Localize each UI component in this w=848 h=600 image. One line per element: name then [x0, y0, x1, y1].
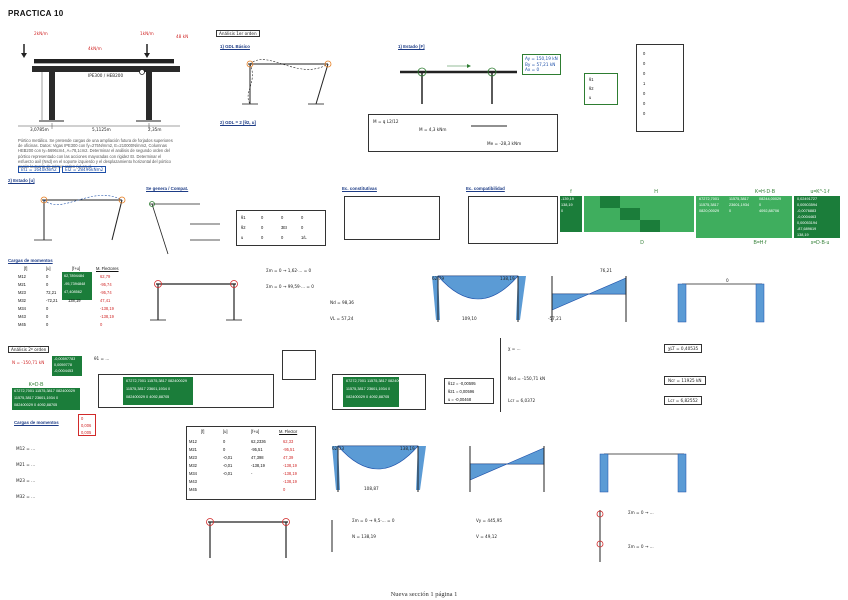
- m-right-2: 138,19: [400, 446, 415, 451]
- analisis-2-label: Análisis 2º orden: [8, 346, 50, 353]
- column-sketch-right: [596, 510, 604, 562]
- m-mid-1: 109,10: [462, 316, 477, 321]
- column-left: [49, 72, 55, 120]
- estado-1-label: 1) Estado [F]: [398, 44, 425, 49]
- load-right-label: 1kN/m: [140, 31, 154, 36]
- column-right: [146, 72, 152, 120]
- green-results-table: f H K=H·D·B u=K^-1·f -139,19 138,19 0 67…: [560, 189, 840, 246]
- eq-b: Σm = 0 → 99,59·... = 0: [266, 284, 314, 289]
- moments-table-1: [f] [u] [f+u] M. Flectores M12 0 62,7894…: [18, 266, 119, 327]
- theta-results: θ12 = -0,00595 θ21 = 0,00596 u = -0,0046…: [444, 378, 494, 404]
- reaction-ax: Ax = 0: [525, 67, 540, 72]
- ec-constitutivas-label: Ec. constitutivas: [342, 186, 377, 191]
- emp-line-2: M = 4,3 kNm: [419, 127, 447, 132]
- reaction-box: Ay = 150,19 kN By = 57,21 kN Ax = 0: [522, 54, 561, 75]
- rigidez-sketch: [149, 201, 220, 255]
- estado-f-sketch: [400, 64, 517, 104]
- gdl-2-label: 2) GDL = 2 [θ2, u]: [220, 120, 256, 125]
- ei-2: EI2 = 28496kNm2: [62, 166, 107, 173]
- ei-1: EI1 = 1640kNm2: [18, 166, 60, 173]
- beam-section-label: IPE300 / HEB200: [88, 73, 124, 78]
- reaction-ay: Ay = 150,19 kN: [525, 56, 558, 61]
- eq-d: VL = 57,24: [330, 316, 354, 321]
- small-matrix: [282, 350, 316, 380]
- eq-e: Σm = 0 → 9,5·... = 0: [352, 518, 395, 523]
- page-footer: Nueva sección 1 página 1: [390, 591, 458, 598]
- red-vector: 0 0,006 0,005: [78, 414, 96, 436]
- m-right-1: 138,19: [500, 276, 515, 281]
- constitutive-matrix: [344, 196, 440, 240]
- ec-compatibilidad-label: Ec. compatibilidad: [466, 186, 505, 191]
- dof-2: θ2: [589, 86, 594, 91]
- beam: [32, 66, 180, 72]
- load-left-label: 2kN/m: [34, 31, 48, 36]
- m-mid-2: 108,87: [364, 486, 379, 491]
- v-top: 76,21: [600, 268, 612, 273]
- stiff-eq-1: θ1 = ...: [94, 356, 110, 361]
- m-left-2: 62,33: [332, 446, 344, 451]
- kdb-system: 67272,7001 11575,3817 082400029 11575,38…: [98, 374, 274, 408]
- axial-diagram-1: [677, 283, 765, 323]
- kdb-label-left: K=D·B: [28, 382, 44, 388]
- dim-right: 2,35m: [148, 127, 162, 132]
- eq-c: Nd = 98,36: [330, 300, 354, 305]
- axial-diagram-2: [599, 453, 687, 493]
- reaction-by: By = 57,21 kN: [525, 61, 556, 67]
- page-title: PRACTICA 10: [8, 9, 64, 18]
- estado-u-sketch: [34, 195, 126, 241]
- bending-moment-diagram-1: [432, 275, 526, 322]
- estado-2-label: 2) Estado [u]: [8, 178, 35, 183]
- lcr-result: Lcr = 6,82552: [664, 396, 702, 405]
- compat-matrix: [468, 196, 558, 244]
- eq-f: N = 138,19: [352, 534, 376, 539]
- dof-3: u: [589, 95, 592, 100]
- cargas-2-label: Cargas de momentos: [14, 420, 59, 425]
- dim-left: 3,0785m: [30, 127, 49, 132]
- gdl-1-sketch: [242, 59, 332, 105]
- analisis-1-label: Análisis 1er orden: [216, 30, 260, 37]
- eq-g: Vy = 445,95: [476, 518, 503, 523]
- shear-diagram-1: [551, 276, 627, 322]
- stiffness-box: θ1 θ2 u 0 0 0 0 3EI 0 0 0 1/L: [236, 210, 326, 246]
- load-mid-label: 4kN/m: [88, 46, 102, 51]
- n-val: 0: [726, 278, 729, 283]
- nsd-eq: Nsd = -150,71 kN: [508, 376, 546, 381]
- cargas-label: Cargas de momentos: [8, 258, 53, 263]
- column-load-label: 48 kN: [176, 34, 189, 39]
- ncr-result: Ncr = 11925 kN: [664, 376, 706, 385]
- frame-sketch: [18, 44, 180, 129]
- shear-diagram-2: [469, 446, 545, 492]
- emp-formula-box: M = q L2/12 M = 4,3 kNm Me = -28,3 kNm: [368, 114, 558, 152]
- eq-a: Σm = 0 → 1,62·... = 0: [266, 268, 312, 273]
- dof-vector-box: θ1 θ2 u: [584, 73, 618, 105]
- emp-beam-icon: [471, 125, 507, 127]
- dof-1: θ1: [589, 77, 594, 82]
- k-matrix-top: 0 0 0 1 0 0 0: [636, 44, 684, 132]
- column-sketch: [331, 520, 333, 552]
- axial-n: N = -150,71 kN: [12, 360, 45, 365]
- problem-statement: Pórtico metálico. Se pretende cargas de …: [18, 138, 173, 170]
- gdl-1-label: 1) GDL Básico: [220, 44, 250, 49]
- free-body-2: [206, 518, 290, 558]
- chi-result: χLT = 0,40535: [664, 344, 703, 353]
- dim-mid: 5,1125m: [92, 127, 111, 132]
- kdb-system-2: 67272,7001 11575,3817 082400029 11575,38…: [332, 374, 426, 410]
- free-body-1: [150, 280, 242, 321]
- lcr-eq: Lcr = 6,0372: [508, 398, 536, 403]
- v-bot: -57,21: [548, 316, 562, 321]
- bending-moment-diagram-2: [332, 445, 426, 492]
- rigidez-label: Se genera / Compat.: [146, 186, 189, 191]
- m-left-1: 62,79: [432, 276, 444, 281]
- chi-eq: χ = ...: [508, 346, 521, 351]
- moments-table-2: [f] [u] [f+u] M. Flector M12 0 62,2336 6…: [186, 426, 316, 500]
- eq-h: V = 49,12: [476, 534, 498, 539]
- emp-line-3: Me = -28,3 kNm: [487, 141, 522, 146]
- emp-line-1: M = q L2/12: [373, 119, 399, 124]
- ks-box: -0,00597783 0,0059778 -0,0004453: [52, 356, 82, 376]
- kdb-matrix-left: 67272,7001 11575,3817 082400029 11575,38…: [12, 388, 80, 410]
